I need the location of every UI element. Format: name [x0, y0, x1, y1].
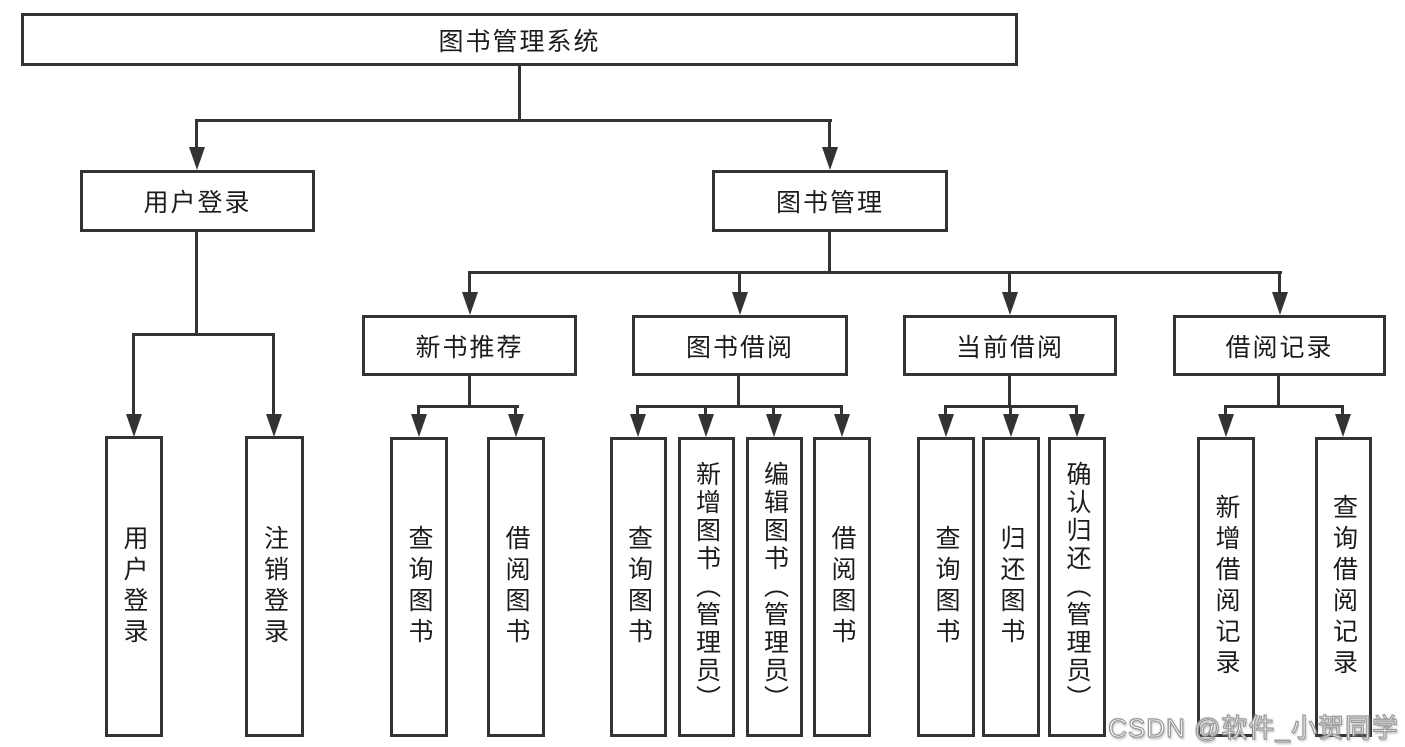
node-book-borrowing: 图书借阅 [632, 315, 848, 376]
connector-line [518, 64, 521, 122]
connector-line [828, 230, 831, 274]
connector-line [1075, 405, 1078, 417]
arrow-down-icon [1002, 292, 1018, 315]
connector-line [514, 405, 517, 417]
connector-line [1341, 405, 1344, 417]
arrow-down-icon [938, 414, 954, 437]
node-new-book-recommend: 新书推荐 [362, 315, 577, 376]
leaf-br-query-record: 查询借阅记录 [1315, 437, 1372, 737]
connector-line [944, 405, 947, 417]
connector-line [1277, 373, 1280, 408]
connector-line [738, 271, 741, 295]
connector-line [636, 405, 843, 408]
node-user-login: 用户登录 [80, 170, 315, 232]
leaf-user-login: 用户登录 [105, 436, 163, 737]
leaf-bb-borrow-books: 借阅图书 [813, 437, 871, 737]
connector-line [636, 405, 639, 417]
leaf-nb-query-books: 查询图书 [390, 437, 448, 737]
leaf-cb-confirm-return-admin: 确认归还（管理员） [1048, 437, 1106, 737]
connector-line [772, 405, 775, 417]
arrow-down-icon [834, 414, 850, 437]
arrow-down-icon [462, 292, 478, 315]
arrow-down-icon [822, 147, 838, 170]
arrow-down-icon [1335, 414, 1351, 437]
connector-line [1009, 405, 1012, 417]
connector-line [704, 405, 707, 417]
connector-line [1278, 271, 1281, 295]
arrow-down-icon [1003, 414, 1019, 437]
leaf-logout-login: 注销登录 [245, 436, 304, 737]
connector-line [840, 405, 843, 417]
arrow-down-icon [630, 414, 646, 437]
connector-line [1008, 373, 1011, 408]
connector-line [737, 373, 740, 408]
connector-line [195, 230, 198, 336]
connector-line [132, 333, 135, 417]
leaf-cb-return-books: 归还图书 [982, 437, 1040, 737]
arrow-down-icon [698, 414, 714, 437]
node-current-borrowing: 当前借阅 [903, 315, 1117, 376]
connector-line [1008, 271, 1011, 295]
arrow-down-icon [411, 414, 427, 437]
leaf-bb-add-books-admin: 新增图书（管理员） [678, 437, 735, 737]
leaf-cb-query-books: 查询图书 [917, 437, 975, 737]
connector-line [1224, 405, 1227, 417]
connector-line [468, 373, 471, 408]
connector-line [195, 119, 832, 122]
leaf-br-add-record: 新增借阅记录 [1197, 437, 1255, 737]
connector-line [195, 119, 198, 150]
arrow-down-icon [1069, 414, 1085, 437]
arrow-down-icon [189, 147, 205, 170]
connector-line [417, 405, 420, 417]
connector-line [272, 333, 275, 417]
arrow-down-icon [1218, 414, 1234, 437]
csdn-watermark: CSDN @软件_小贺同学 [1108, 712, 1399, 743]
connector-line [828, 119, 831, 150]
arrow-down-icon [126, 414, 142, 437]
leaf-bb-edit-books-admin: 编辑图书（管理员） [746, 437, 803, 737]
node-library-management-system: 图书管理系统 [21, 13, 1018, 66]
node-book-management: 图书管理 [712, 170, 948, 232]
arrow-down-icon [266, 414, 282, 437]
arrow-down-icon [508, 414, 524, 437]
node-borrowing-records: 借阅记录 [1173, 315, 1386, 376]
connector-line [468, 271, 471, 295]
connector-line [417, 405, 519, 408]
leaf-nb-borrow-books: 借阅图书 [487, 437, 545, 737]
connector-line [1224, 405, 1344, 408]
arrow-down-icon [732, 292, 748, 315]
connector-line [468, 271, 1282, 274]
arrow-down-icon [766, 414, 782, 437]
connector-line [132, 333, 275, 336]
leaf-bb-query-books: 查询图书 [610, 437, 667, 737]
arrow-down-icon [1272, 292, 1288, 315]
